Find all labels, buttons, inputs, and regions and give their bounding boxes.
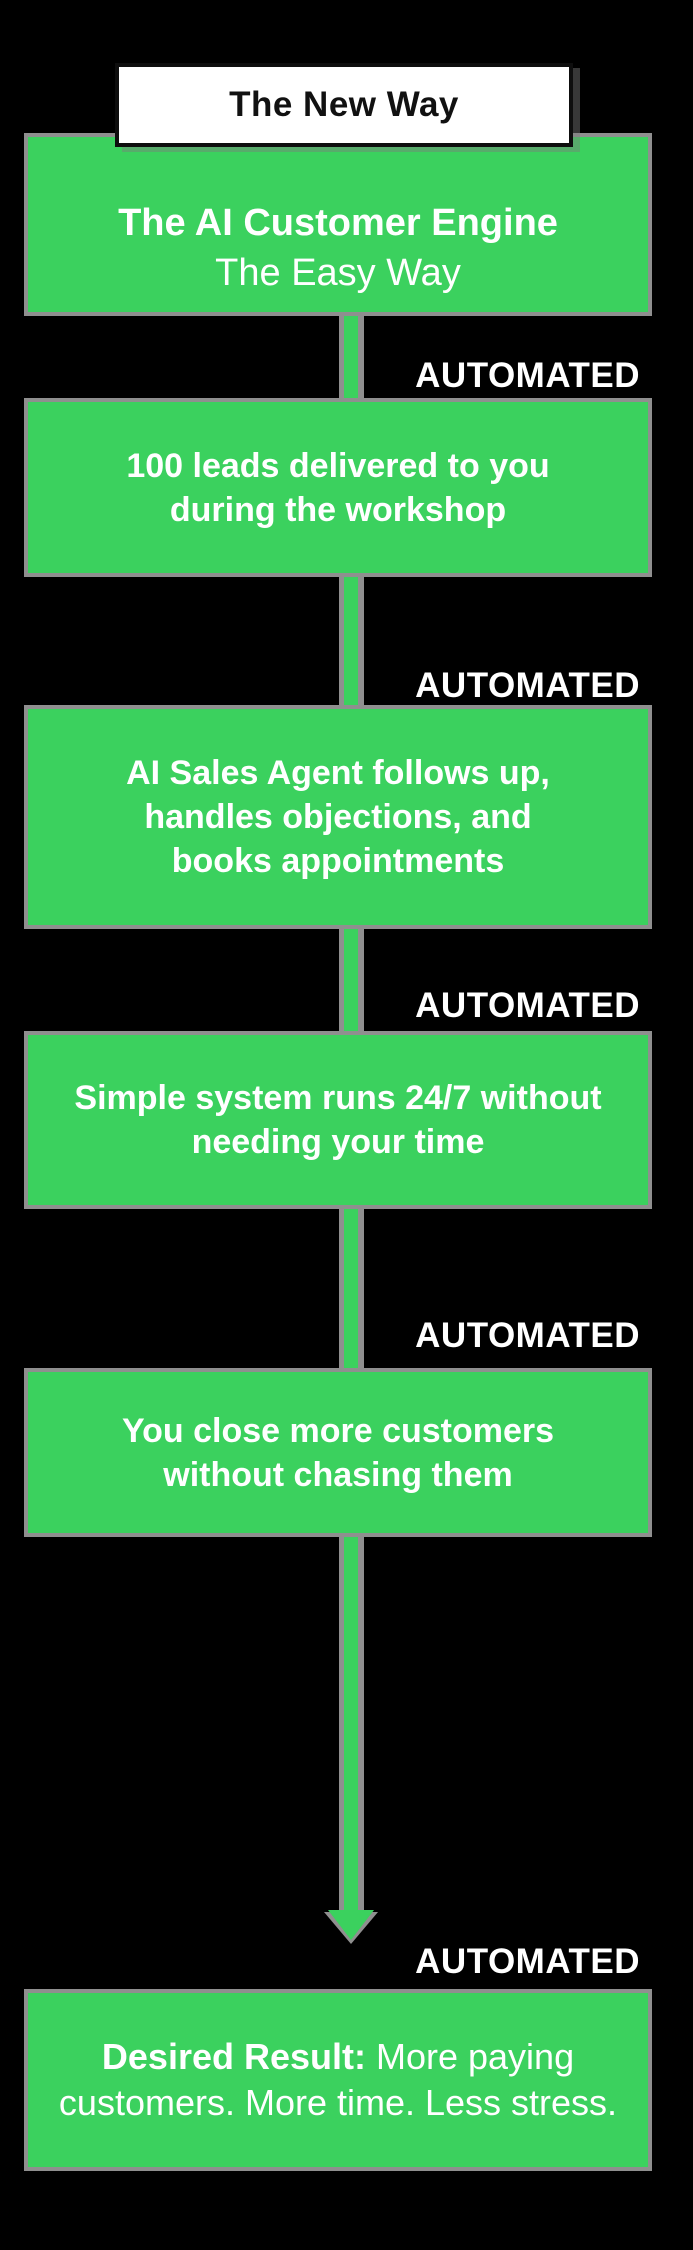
step-text-line: customers. More time. Less stress. [58,2082,618,2123]
step-box-leads-delivered: 100 leads delivered to you during the wo… [24,398,652,577]
automated-badge: AUTOMATED [405,988,640,1024]
step-box-ai-sales-agent: AI Sales Agent follows up, handles objec… [24,705,652,929]
step-text-line: 100 leads delivered to you [126,446,550,485]
automated-badge: AUTOMATED [405,668,640,704]
connector-line-inner [344,1203,358,1374]
step-text-line: without chasing them [163,1455,513,1494]
step-text-line: books appointments [171,842,505,880]
connector-line [339,571,364,711]
automated-badge: AUTOMATED [405,1944,640,1980]
automated-badge: AUTOMATED [405,358,640,394]
automated-badge: AUTOMATED [405,1318,640,1354]
connector-line [339,1531,364,1914]
step-text-line: needing your time [191,1123,485,1161]
step-text-fragment: More paying [365,2036,575,2077]
arrow-down-icon [328,1910,374,1940]
connector-line-inner [344,571,358,711]
step-text-line: You close more customers [121,1411,555,1450]
step-text-line: during the workshop [169,490,507,529]
step-text-line: AI Sales Agent follows up, [126,754,550,792]
step-box-simple-system: Simple system runs 24/7 without needing … [24,1031,652,1209]
page-title: The New Way [229,85,459,124]
step-box-desired-result: Desired Result: More paying customers. M… [24,1989,652,2171]
step-text-line: The Easy Way [215,251,461,294]
connector-line-inner [344,310,358,402]
step-text-line: handles objections, and [144,798,532,836]
step-text-line: Simple system runs 24/7 without [74,1079,602,1117]
step-box-close-customers: You close more customers without chasing… [24,1368,652,1537]
connector-line [339,310,364,402]
step-text-line: Desired Result: More paying [102,2034,574,2080]
desired-result-label: Desired Result: [101,2036,366,2077]
connector-line [339,923,364,1035]
step-box-ai-customer-engine: The AI Customer Engine The Easy Way [24,133,652,316]
title-box: The New Way [115,63,573,147]
connector-line [339,1203,364,1374]
step-text-line: The AI Customer Engine [118,201,558,244]
connector-line-inner [344,1531,358,1914]
connector-line-inner [344,923,358,1035]
